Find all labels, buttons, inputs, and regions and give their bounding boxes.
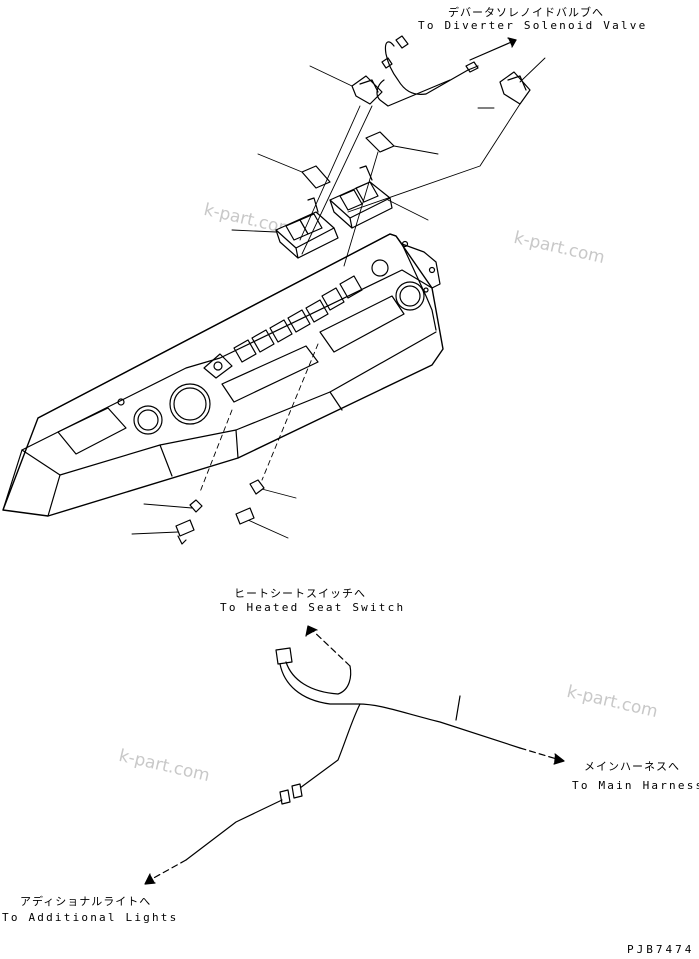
additional-lights-label-en: To Additional Lights <box>2 911 179 924</box>
console-panel <box>2 233 444 517</box>
additional-lights-label-jp: アディショナルライトへ <box>20 895 152 908</box>
switch-block-right <box>329 165 393 229</box>
bolts <box>175 479 265 545</box>
diverter-label-en: To Diverter Solenoid Valve <box>418 19 648 32</box>
drawing-code: PJB7474 <box>627 943 695 956</box>
switch-block-left <box>275 197 339 259</box>
heated-seat-label-jp: ヒートシートスイッチへ <box>234 587 366 600</box>
switch-covers <box>301 71 531 189</box>
leader-lines <box>131 57 546 539</box>
heated-seat-label-en: To Heated Seat Switch <box>220 601 406 614</box>
lower-harness <box>144 625 565 885</box>
diverter-harness <box>376 35 517 107</box>
main-harness-label-jp: メインハーネスへ <box>584 760 680 773</box>
diverter-label-jp: デバータソレノイドバルブへ <box>448 6 604 19</box>
main-harness-label-en: To Main Harness <box>572 779 699 792</box>
